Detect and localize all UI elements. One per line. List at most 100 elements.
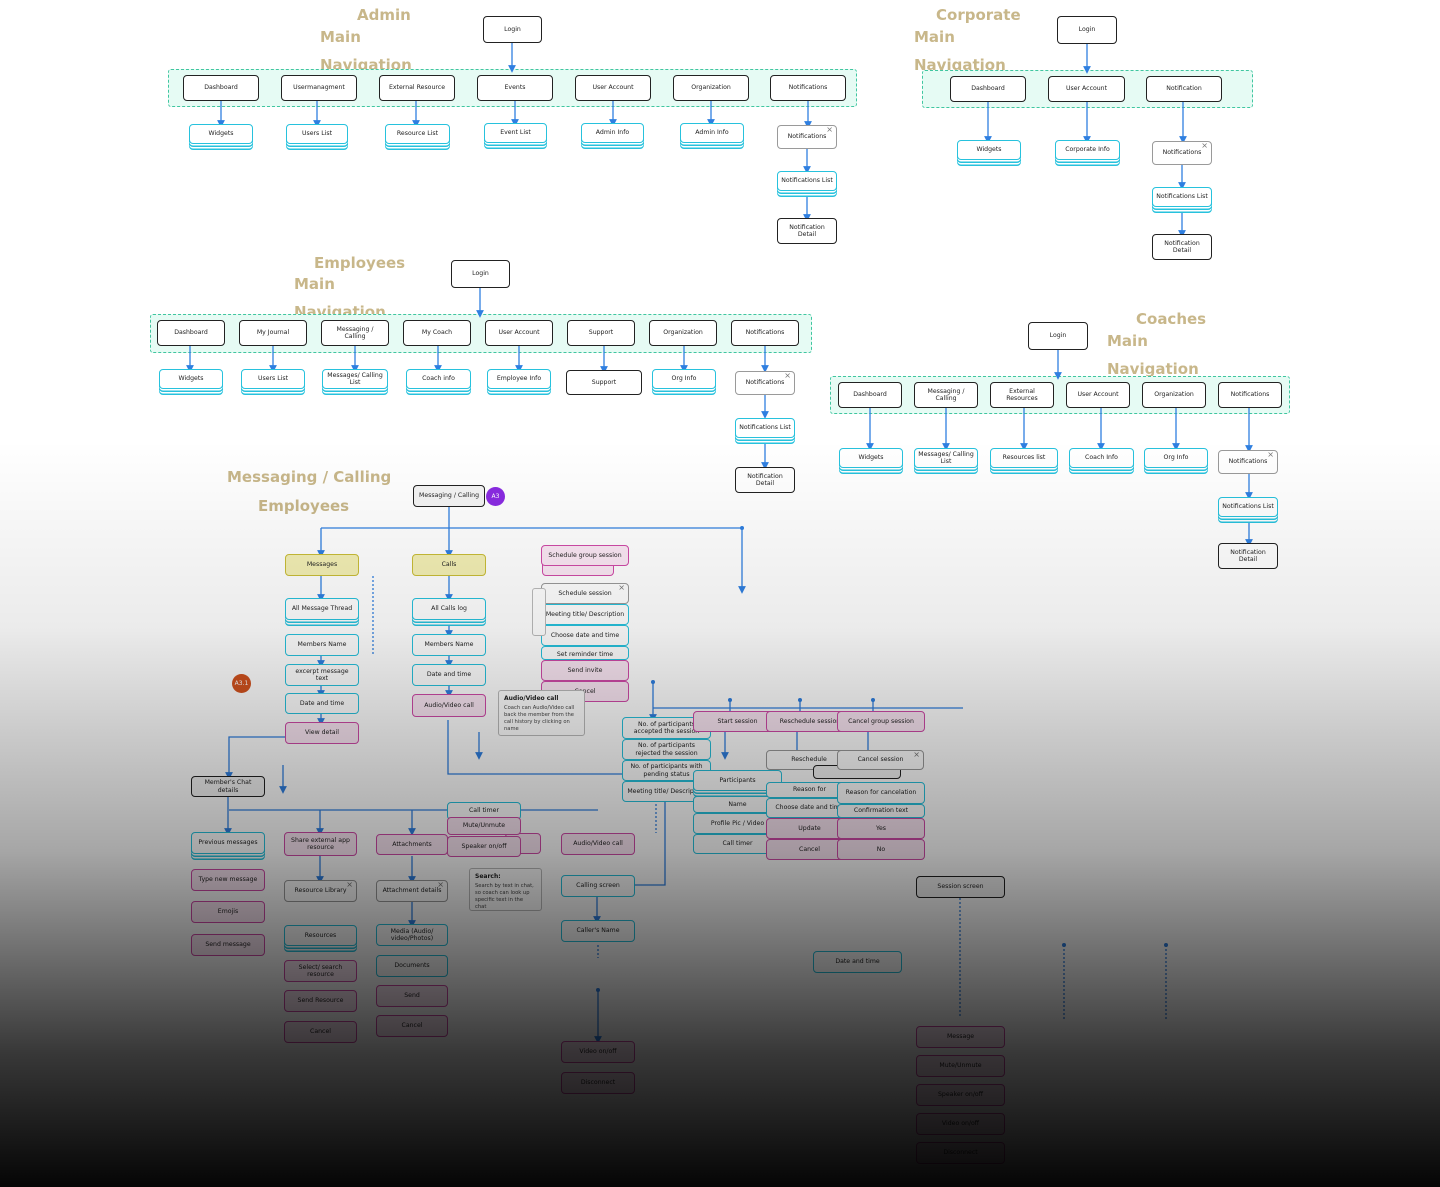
attach-send-button[interactable]: Send	[376, 985, 448, 1007]
admin-notifications-list[interactable]: Notifications List	[777, 171, 837, 191]
set-reminder-time[interactable]: Set reminder time	[541, 646, 629, 660]
admin-notification-detail[interactable]: Notification Detail	[777, 218, 837, 244]
excerpt-message-text[interactable]: excerpt message text	[285, 664, 359, 686]
attachment-details-popup[interactable]: Attachment details×	[376, 880, 448, 902]
session-date-and-time[interactable]: Date and time	[813, 951, 902, 973]
employees-org-info[interactable]: Org Info	[652, 369, 716, 389]
disconnect-button[interactable]: Disconnect	[561, 1072, 635, 1094]
employees-nav-my-coach[interactable]: My Coach	[403, 320, 471, 346]
employees-nav-dashboard[interactable]: Dashboard	[157, 320, 225, 346]
corporate-notifications-list[interactable]: Notifications List	[1152, 187, 1212, 207]
employees-messages-calling-list[interactable]: Messages/ Calling List	[322, 369, 388, 389]
members-chat-details[interactable]: Member's Chat details	[191, 776, 265, 797]
corporate-login-button[interactable]: Login	[1057, 16, 1117, 44]
message-date-and-time[interactable]: Date and time	[285, 693, 359, 714]
employees-support[interactable]: Support	[566, 370, 642, 395]
type-new-message[interactable]: Type new message	[191, 869, 265, 891]
share-external-app-resource[interactable]: Share external app resource	[284, 832, 357, 856]
admin-login-button[interactable]: Login	[483, 16, 542, 43]
admin-info[interactable]: Admin Info	[581, 123, 644, 143]
close-icon[interactable]: ×	[784, 371, 791, 380]
employees-nav-my-journal[interactable]: My Journal	[239, 320, 307, 346]
admin-nav-user-account[interactable]: User Account	[575, 75, 651, 101]
coaches-nav-dashboard[interactable]: Dashboard	[838, 382, 902, 408]
session-video-button[interactable]: Video on/off	[916, 1113, 1005, 1135]
employees-widgets[interactable]: Widgets	[159, 369, 223, 389]
admin-event-list[interactable]: Event List	[484, 123, 547, 143]
coaches-nav-notifications[interactable]: Notifications	[1218, 382, 1282, 408]
corporate-widgets[interactable]: Widgets	[957, 140, 1021, 160]
confirmation-text[interactable]: Confirmation text	[837, 804, 925, 818]
corporate-nav-notification[interactable]: Notification	[1146, 76, 1222, 102]
messaging-calling-root[interactable]: Messaging / Calling	[413, 485, 485, 507]
mute-unmute-button[interactable]: Mute/Unmute	[447, 817, 521, 835]
calling-screen[interactable]: Calling screen	[561, 875, 635, 897]
session-speaker-button[interactable]: Speaker on/off	[916, 1084, 1005, 1106]
calls-node[interactable]: Calls	[412, 554, 486, 576]
coaches-notifications-list[interactable]: Notifications List	[1218, 497, 1278, 517]
corporate-nav-user-account[interactable]: User Account	[1048, 76, 1125, 102]
close-icon[interactable]: ×	[437, 880, 444, 889]
session-disconnect-button[interactable]: Disconnect	[916, 1142, 1005, 1164]
coaches-notification-detail[interactable]: Notification Detail	[1218, 543, 1278, 569]
employees-users-list[interactable]: Users List	[241, 369, 305, 389]
emojis-button[interactable]: Emojis	[191, 901, 265, 923]
speaker-on-off-button[interactable]: Speaker on/off	[447, 836, 521, 857]
all-message-thread[interactable]: All Message Thread	[285, 598, 359, 620]
audio-video-call-node[interactable]: Audio/Video call	[561, 833, 635, 855]
admin-nav-dashboard[interactable]: Dashboard	[183, 75, 259, 101]
callers-name[interactable]: Caller's Name	[561, 920, 635, 942]
attachments-node[interactable]: Attachments	[376, 834, 448, 855]
close-icon[interactable]: ×	[1201, 141, 1208, 150]
previous-messages[interactable]: Previous messages	[191, 832, 265, 854]
attach-cancel-button[interactable]: Cancel	[376, 1015, 448, 1037]
cancel-no-button[interactable]: No	[837, 839, 925, 860]
employees-notifications-popup[interactable]: Notifications×	[735, 371, 795, 395]
admin-nav-notifications[interactable]: Notifications	[770, 75, 846, 101]
members-name[interactable]: Members Name	[285, 634, 359, 656]
employees-coach-info[interactable]: Coach info	[406, 369, 471, 389]
share-cancel-button[interactable]: Cancel	[284, 1021, 357, 1043]
call-members-name[interactable]: Members Name	[412, 634, 486, 656]
admin-nav-external-resource[interactable]: External Resource	[379, 75, 455, 101]
audio-video-call-button[interactable]: Audio/Video call	[412, 694, 486, 717]
send-resource-button[interactable]: Send Resource	[284, 990, 357, 1012]
admin-nav-events[interactable]: Events	[477, 75, 553, 101]
admin-users-list[interactable]: Users List	[286, 124, 348, 144]
employees-employee-info[interactable]: Employee Info	[487, 369, 551, 389]
corporate-notifications-popup[interactable]: Notifications×	[1152, 141, 1212, 165]
employees-nav-notifications[interactable]: Notifications	[731, 320, 799, 346]
coaches-notifications-popup[interactable]: Notifications×	[1218, 450, 1278, 474]
employees-notification-detail[interactable]: Notification Detail	[735, 467, 795, 493]
video-on-off-button[interactable]: Video on/off	[561, 1041, 635, 1063]
participants-rejected[interactable]: No. of participants rejected the session	[622, 739, 711, 760]
session-screen[interactable]: Session screen	[916, 876, 1005, 898]
coaches-nav-messaging-calling[interactable]: Messaging / Calling	[914, 382, 978, 408]
messages-node[interactable]: Messages	[285, 554, 359, 576]
coaches-resources-list[interactable]: Resources list	[990, 448, 1058, 468]
session-message-button[interactable]: Message	[916, 1026, 1005, 1048]
choose-date-and-time[interactable]: Choose date and time	[541, 625, 629, 646]
close-icon[interactable]: ×	[826, 125, 833, 134]
cancel-session-popup[interactable]: Cancel session×	[837, 750, 924, 770]
employees-nav-support[interactable]: Support	[567, 320, 635, 346]
select-search-resource[interactable]: Select/ search resource	[284, 960, 357, 982]
call-date-and-time[interactable]: Date and time	[412, 664, 486, 686]
coaches-widgets[interactable]: Widgets	[839, 448, 903, 468]
coaches-nav-organization[interactable]: Organization	[1142, 382, 1206, 408]
employees-nav-messaging-calling[interactable]: Messaging / Calling	[321, 320, 389, 346]
session-mute-unmute-button[interactable]: Mute/Unmute	[916, 1055, 1005, 1077]
all-calls-log[interactable]: All Calls log	[412, 598, 486, 620]
close-icon[interactable]: ×	[913, 750, 920, 759]
coaches-nav-external-resources[interactable]: External Resources	[990, 382, 1054, 408]
send-message-button[interactable]: Send message	[191, 934, 265, 956]
reason-for-cancelation[interactable]: Reason for cancelation	[837, 782, 925, 804]
cancel-yes-button[interactable]: Yes	[837, 818, 925, 839]
coaches-org-info[interactable]: Org Info	[1144, 448, 1208, 468]
employees-nav-organization[interactable]: Organization	[649, 320, 717, 346]
send-invite-button[interactable]: Send invite	[541, 660, 629, 681]
view-detail-button[interactable]: View detail	[285, 722, 359, 744]
documents-node[interactable]: Documents	[376, 955, 448, 977]
admin-nav-organization[interactable]: Organization	[673, 75, 749, 101]
corporate-nav-dashboard[interactable]: Dashboard	[950, 76, 1026, 102]
